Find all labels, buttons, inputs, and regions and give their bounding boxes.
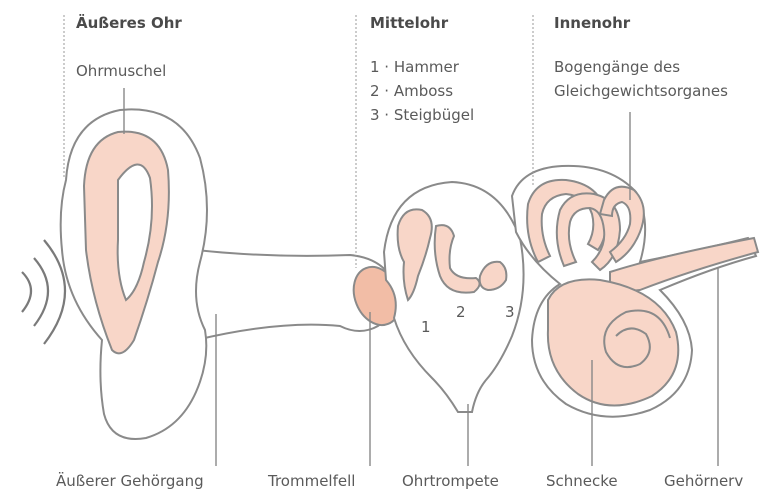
label-schnecke: Schnecke bbox=[546, 472, 618, 490]
label-ohrtrompete: Ohrtrompete bbox=[402, 472, 499, 490]
sound-wave-1 bbox=[22, 272, 31, 312]
ossicle-number-1: 1 bbox=[421, 318, 431, 336]
ossicle-number-2: 2 bbox=[456, 303, 466, 321]
section-title-outer-ear: Äußeres Ohr bbox=[76, 14, 182, 32]
label-bogengaenge-line2: Gleichgewichtsorganes bbox=[554, 82, 728, 100]
label-aeusserer-gehoergang: Äußerer Gehörgang bbox=[56, 472, 204, 490]
section-title-inner-ear: Innenohr bbox=[554, 14, 630, 32]
label-gehoernerv: Gehörnerv bbox=[664, 472, 743, 490]
sound-waves bbox=[22, 240, 65, 344]
label-trommelfell: Trommelfell bbox=[268, 472, 355, 490]
label-amboss: 2 · Amboss bbox=[370, 82, 453, 100]
section-title-middle-ear: Mittelohr bbox=[370, 14, 448, 32]
label-bogengaenge-line1: Bogengänge des bbox=[554, 58, 680, 76]
sound-wave-2 bbox=[34, 258, 48, 326]
ossicle-number-3: 3 bbox=[505, 303, 515, 321]
label-hammer: 1 · Hammer bbox=[370, 58, 459, 76]
label-ohrmuschel: Ohrmuschel bbox=[76, 62, 166, 80]
label-steigbuegel: 3 · Steigbügel bbox=[370, 106, 474, 124]
